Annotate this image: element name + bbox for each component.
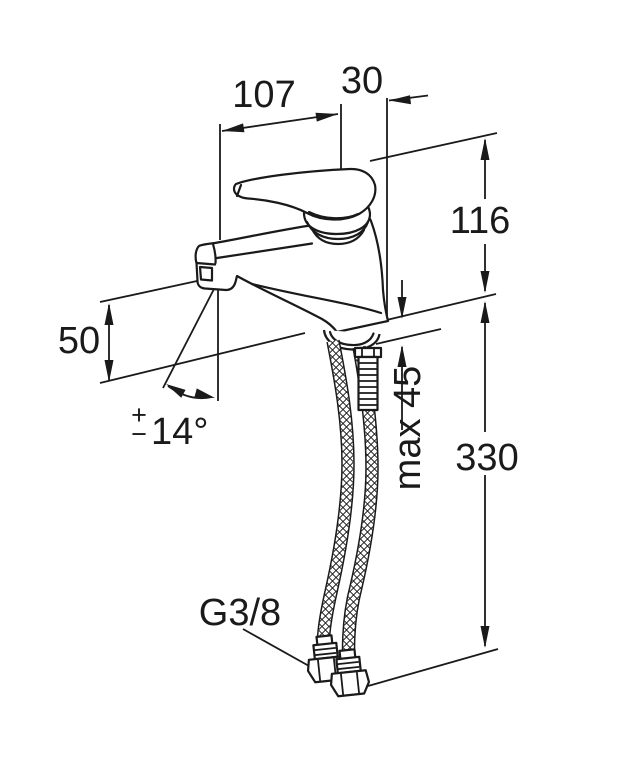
- dim-max45-label: max 45: [387, 366, 429, 491]
- handle-tip-face: [235, 183, 243, 198]
- handle-dome-joint: [307, 210, 360, 220]
- dim-116-label: 116: [450, 200, 511, 242]
- angle-plus-sign: +: [131, 400, 147, 430]
- dim-107-label: 107: [232, 74, 295, 116]
- spout-tip-step: [195, 261, 217, 266]
- angle-annotation: + − 14°: [131, 288, 219, 453]
- dimension-30: 30: [341, 60, 429, 105]
- dome-ring-inner: [310, 227, 366, 246]
- dim-330-label: 330: [455, 437, 518, 479]
- body-contour-line: [250, 282, 383, 315]
- spout-inner-line: [215, 242, 314, 260]
- dimension-107: 107: [221, 74, 339, 133]
- handle-lever: [232, 167, 377, 221]
- faucet-illustration: [194, 167, 390, 698]
- deck-underside-line: [375, 328, 442, 345]
- dim-30-label: 30: [341, 60, 383, 102]
- bottom-reference-line: [367, 648, 499, 687]
- dimension-50: 50: [58, 303, 114, 382]
- dimension-max-45: max 45: [387, 280, 429, 490]
- spout-tip-crease: [211, 242, 217, 265]
- mounting-surface-line: [377, 293, 497, 323]
- top-reference-line: [369, 132, 498, 162]
- dim-50-label: 50: [58, 320, 100, 362]
- mounting-stud: [353, 346, 383, 412]
- spout-outlet-reference-line: [99, 280, 198, 303]
- thread-label: G3/8: [199, 592, 310, 667]
- aerator: [198, 265, 214, 282]
- thread-size-label: G3/8: [199, 592, 281, 634]
- reference-lines: [99, 98, 499, 687]
- angle-value-label: 14°: [151, 411, 208, 453]
- thread-leader-line: [242, 628, 310, 667]
- dimension-116: 116: [450, 138, 511, 293]
- supply-hose-left: [316, 339, 355, 640]
- stream-reference-line: [99, 332, 306, 384]
- angle-minus-sign: −: [131, 419, 147, 449]
- dimension-330: 330: [455, 301, 519, 648]
- angle-ray-tilted: [162, 288, 215, 389]
- escutcheon-inner: [328, 330, 375, 347]
